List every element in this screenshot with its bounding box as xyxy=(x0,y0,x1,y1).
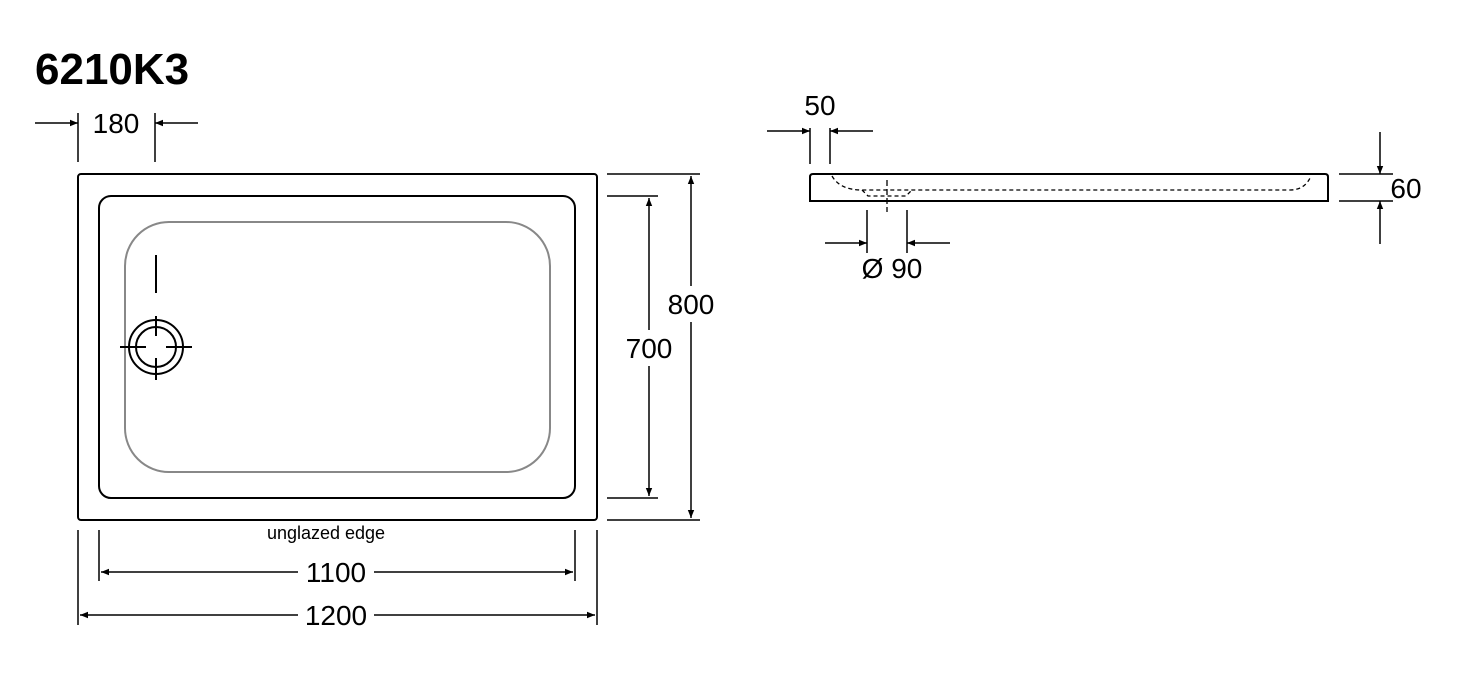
drain-icon xyxy=(120,255,192,380)
basin-hidden-line xyxy=(831,175,1312,191)
dim-inner-width: 1100 xyxy=(306,557,366,588)
outer-outline xyxy=(77,173,598,521)
inner-rim-outline xyxy=(98,195,576,499)
dim-outer-depth: 800 xyxy=(668,289,715,320)
side-dimensions xyxy=(767,127,1393,253)
plan-view xyxy=(77,173,598,521)
dim-drain-diameter: Ø 90 xyxy=(862,253,923,284)
dim-inner-depth: 700 xyxy=(626,333,673,364)
drain-hidden-line xyxy=(861,189,913,197)
dim-height: 60 xyxy=(1390,173,1421,204)
plan-dimensions xyxy=(35,113,700,625)
dim-outer-width: 1200 xyxy=(305,600,367,631)
dim-drain-offset: 180 xyxy=(93,108,140,139)
dim-rim: 50 xyxy=(804,90,835,121)
side-outline xyxy=(809,173,1329,202)
unglazed-edge-note: unglazed edge xyxy=(267,523,385,543)
side-view xyxy=(809,173,1329,212)
product-title: 6210K3 xyxy=(35,45,189,94)
